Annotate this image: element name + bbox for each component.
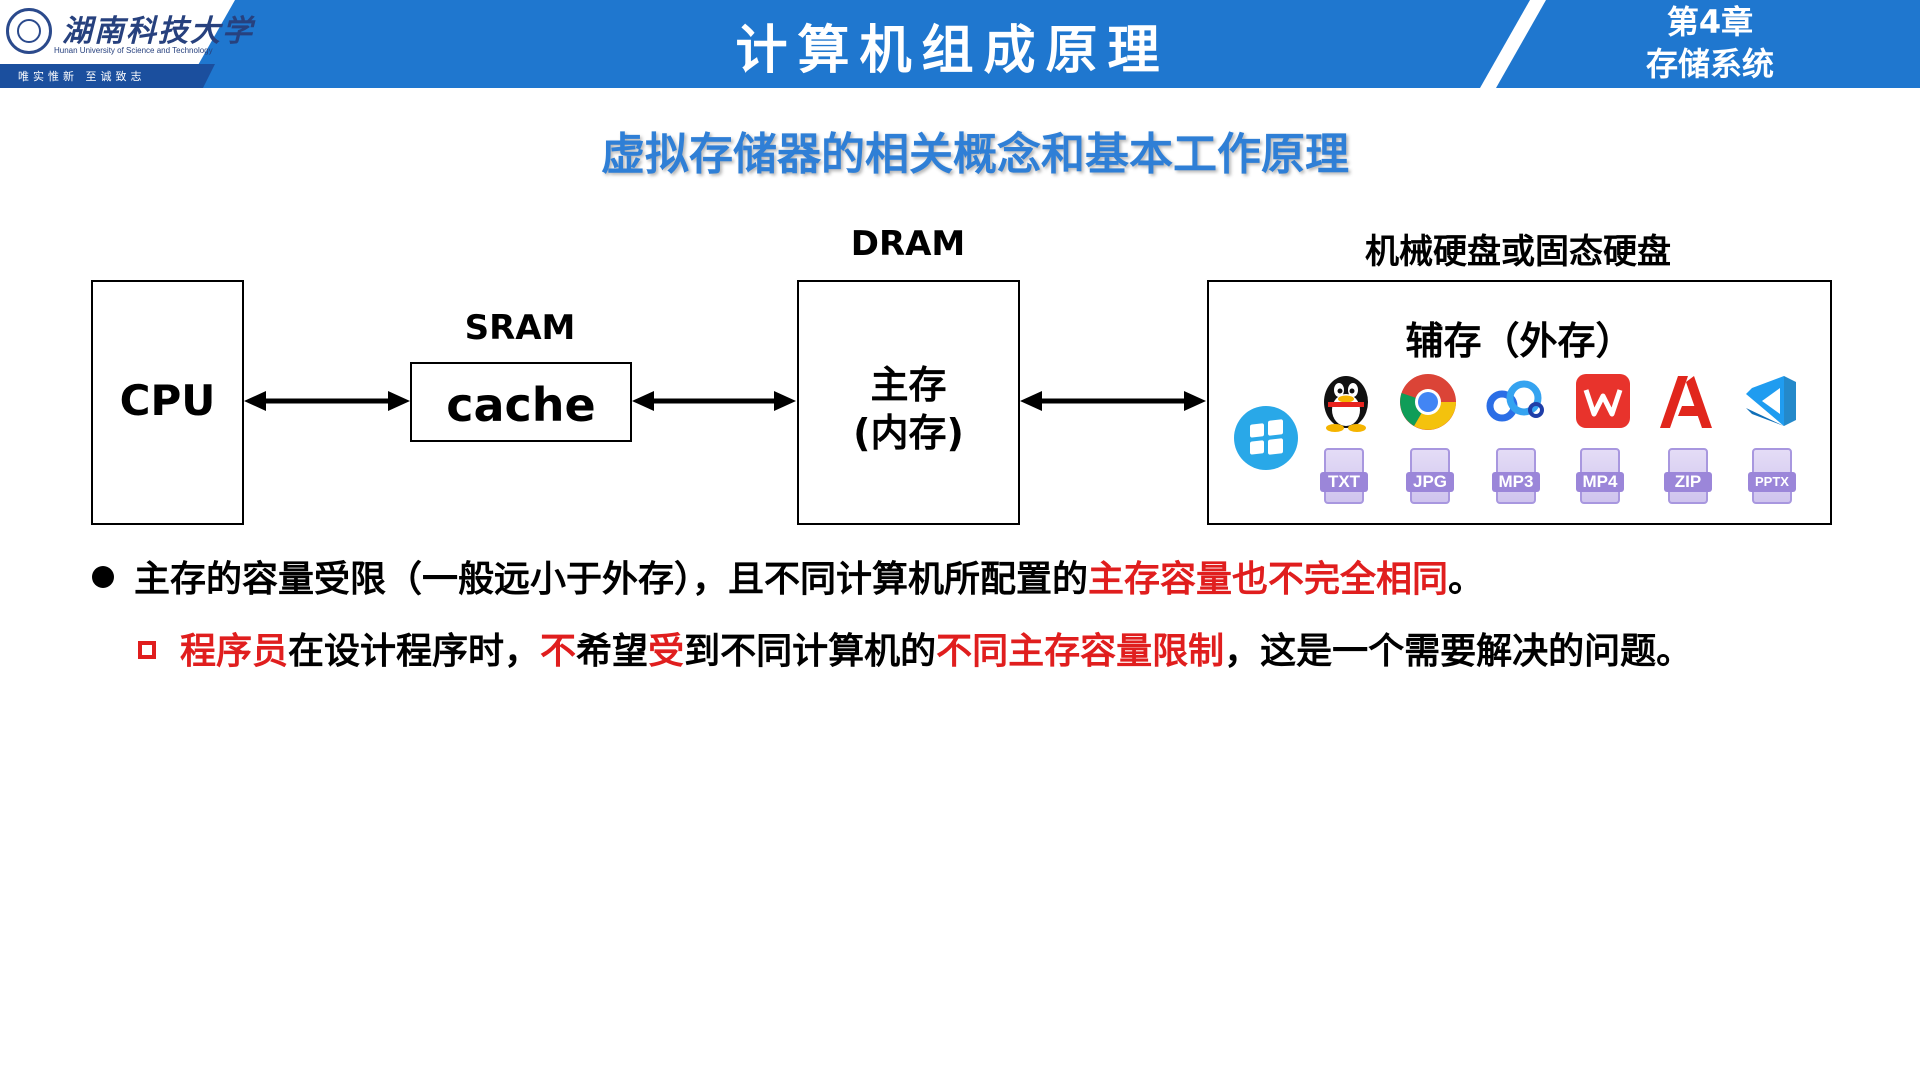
- file-txt-icon: TXT: [1320, 448, 1368, 504]
- disk-caption: 机械硬盘或固态硬盘: [1365, 232, 1671, 272]
- bullet2-text-d: ，这是一个需要解决的问题。: [1224, 631, 1693, 672]
- file-type-label: JPG: [1406, 472, 1454, 492]
- file-pptx-icon: PPTX: [1748, 448, 1796, 504]
- header-background: [0, 0, 1920, 88]
- slide-subtitle: 虚拟存储器的相关概念和基本工作原理: [601, 129, 1349, 180]
- cache-box: cache: [410, 362, 632, 442]
- chrome-icon: [1400, 374, 1456, 430]
- vscode-icon: [1746, 376, 1796, 426]
- course-title: 计算机组成原理: [735, 21, 1170, 81]
- file-type-label: MP4: [1576, 472, 1624, 492]
- main-memory-label: 主存: [870, 363, 947, 407]
- main-memory-sublabel: (内存): [853, 411, 964, 455]
- bullet1-text-b: 。: [1448, 559, 1485, 600]
- file-jpg-icon: JPG: [1406, 448, 1454, 504]
- file-mp4-icon: MP4: [1576, 448, 1624, 504]
- bullet1-emphasis: 主存容量也不完全相同: [1088, 559, 1449, 600]
- cpu-box: CPU: [91, 280, 244, 525]
- file-mp3-icon: MP3: [1492, 448, 1540, 504]
- square-bullet-icon: [138, 641, 156, 659]
- bullet2-red-c: 受: [648, 631, 685, 672]
- sram-caption: SRAM: [464, 308, 576, 348]
- file-type-label: TXT: [1320, 472, 1368, 492]
- bullet2-text-c: 到不同计算机的: [684, 631, 937, 672]
- chapter-number: 第4章: [1666, 3, 1754, 41]
- cache-label: cache: [446, 378, 596, 432]
- file-type-label: MP3: [1492, 472, 1540, 492]
- secondary-storage-label: 辅存（外存）: [1405, 319, 1634, 363]
- bullet-dot-icon: [92, 566, 114, 588]
- main-memory-box: 主存 (内存): [797, 280, 1020, 525]
- university-motto: 唯实惟新 至诚致志: [18, 70, 146, 83]
- windows-icon: [1234, 406, 1298, 470]
- header-bar: 湖南科技大学 Hunan University of Science and T…: [0, 0, 1920, 88]
- wps-icon: [1576, 374, 1630, 428]
- chapter-name: 存储系统: [1645, 45, 1774, 83]
- qq-penguin-icon: [1324, 376, 1368, 432]
- bullet2-red-d: 不同主存容量限制: [936, 631, 1225, 672]
- bullet2-red-b: 不: [540, 631, 577, 672]
- adobe-acrobat-icon: [1660, 376, 1712, 428]
- university-name: 湖南科技大学: [62, 14, 254, 49]
- cpu-label: CPU: [119, 376, 216, 425]
- bullet2-text-a: 在设计程序时，: [288, 631, 541, 672]
- file-type-label: PPTX: [1748, 472, 1796, 492]
- bullet-line-1: 主存的容量受限（一般远小于外存），且不同计算机所配置的主存容量也不完全相同。: [92, 550, 1484, 602]
- bullet2-text-b: 希望: [576, 631, 649, 672]
- university-seal-icon: [6, 8, 52, 54]
- bullet2-red-a: 程序员: [180, 631, 289, 672]
- file-zip-icon: ZIP: [1664, 448, 1712, 504]
- bullet1-text-a: 主存的容量受限（一般远小于外存），且不同计算机所配置的: [134, 559, 1089, 600]
- university-logo: 湖南科技大学 Hunan University of Science and T…: [0, 0, 260, 88]
- file-type-label: ZIP: [1664, 472, 1712, 492]
- connection-arrows: [244, 391, 1206, 411]
- baidu-netdisk-icon: [1486, 380, 1544, 422]
- dram-caption: DRAM: [850, 224, 966, 264]
- university-english-name: Hunan University of Science and Technolo…: [54, 46, 213, 55]
- bullet-line-2: 程序员在设计程序时，不希望受到不同计算机的不同主存容量限制，这是一个需要解决的问…: [138, 622, 1692, 674]
